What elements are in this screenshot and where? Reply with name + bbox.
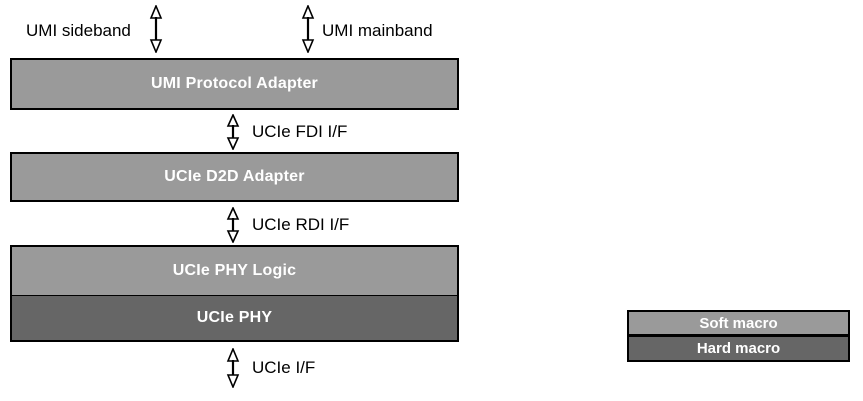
label-umi-sideband: UMI sideband — [26, 21, 131, 40]
label-umi-mainband: UMI mainband — [322, 21, 433, 40]
label-ucie-fdi-if: UCIe FDI I/F — [252, 122, 348, 141]
block-ucie-phy: UCIe PHY — [10, 295, 459, 342]
block-label-ucie-phy: UCIe PHY — [196, 309, 273, 326]
block-label-ucie-phy-logic: UCIe PHY Logic — [172, 262, 297, 279]
arrow-ucie-rdi-if — [225, 207, 241, 243]
arrow-ucie-if — [225, 348, 241, 388]
block-label-umi-protocol-adapter: UMI Protocol Adapter — [151, 75, 318, 92]
legend-label-hard-macro: Hard macro — [696, 340, 781, 357]
arrow-ucie-fdi-if — [225, 114, 241, 150]
arrow-umi-sideband — [148, 5, 164, 53]
block-label-ucie-d2d-adapter: UCIe D2D Adapter — [164, 168, 305, 185]
block-umi-protocol-adapter: UMI Protocol Adapter — [10, 58, 459, 110]
legend: Soft macro Hard macro — [627, 310, 850, 362]
arrow-umi-mainband — [300, 5, 316, 53]
legend-item-hard-macro: Hard macro — [627, 336, 850, 362]
block-ucie-phy-logic: UCIe PHY Logic — [10, 245, 459, 296]
label-ucie-if: UCIe I/F — [252, 358, 316, 377]
label-ucie-rdi-if: UCIe RDI I/F — [252, 215, 350, 234]
legend-label-soft-macro: Soft macro — [699, 314, 778, 332]
block-ucie-d2d-adapter: UCIe D2D Adapter — [10, 152, 459, 202]
legend-item-soft-macro: Soft macro — [627, 310, 850, 336]
